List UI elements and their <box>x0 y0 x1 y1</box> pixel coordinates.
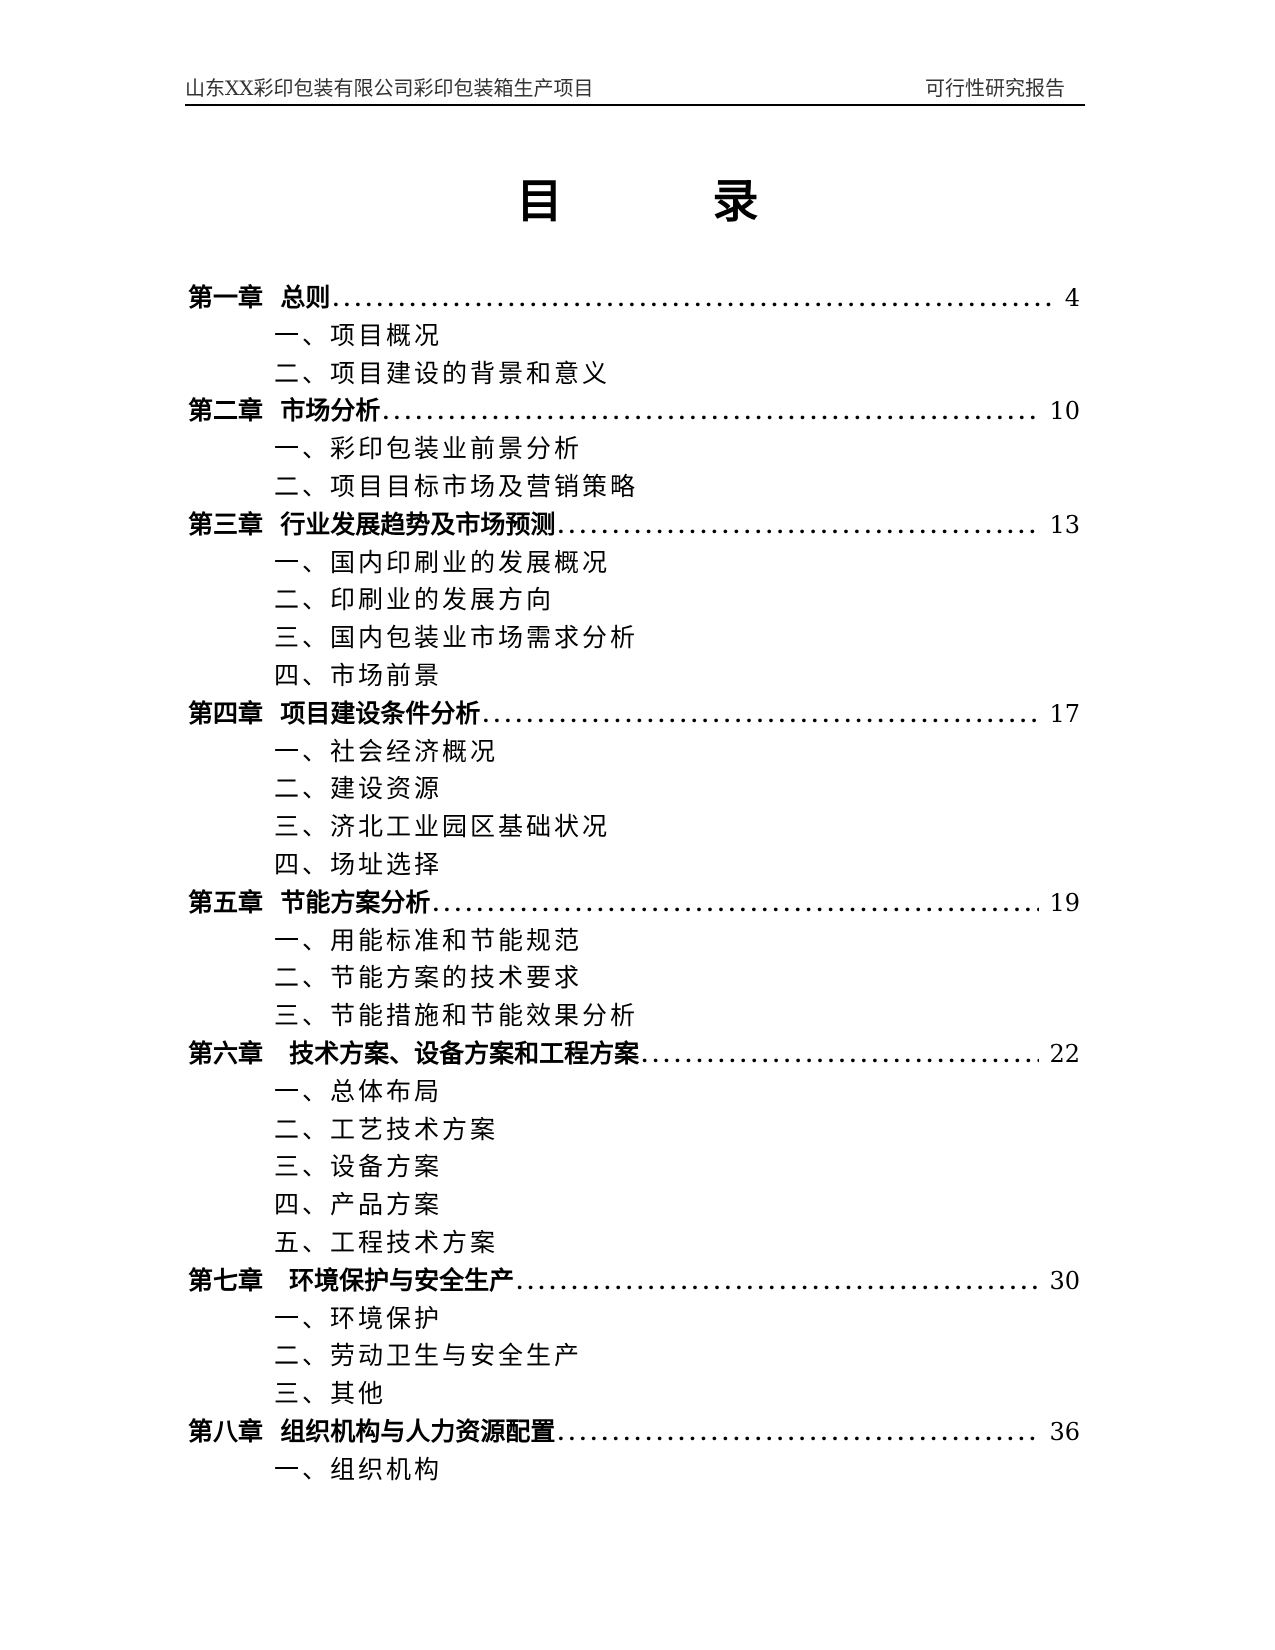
toc-chapter-entry[interactable]: 第五章 节能方案分析..............................… <box>188 884 1088 922</box>
toc-chapter-entry[interactable]: 第七章 环境保护与安全生产...........................… <box>188 1262 1088 1300</box>
toc-page-number: 10 <box>1049 397 1080 426</box>
toc-section-entry[interactable]: 三、设备方案 <box>274 1152 443 1182</box>
toc-section-entry[interactable]: 四、产品方案 <box>274 1190 443 1220</box>
toc-section-entry[interactable]: 二、劳动卫生与安全生产 <box>274 1341 583 1371</box>
toc-dot-leader: ........................................… <box>482 702 1039 727</box>
toc-dot-leader: ........................................… <box>382 400 1040 425</box>
toc-page-number: 4 <box>1064 284 1080 312</box>
toc-section-entry[interactable]: 一、社会经济概况 <box>274 736 499 766</box>
toc-page-number: 22 <box>1049 1039 1080 1068</box>
toc-dot-leader: ........................................… <box>557 1420 1040 1445</box>
toc-chapter-label: 第四章 项目建设条件分析 <box>188 698 481 728</box>
toc-chapter-label: 第一章 总则 <box>188 283 331 312</box>
toc-section-entry[interactable]: 一、国内印刷业的发展概况 <box>274 547 611 577</box>
toc-dot-leader: ........................................… <box>332 287 1054 311</box>
toc-chapter-label: 第二章 市场分析 <box>188 396 381 426</box>
toc-section-entry[interactable]: 一、用能标准和节能规范 <box>274 925 583 955</box>
toc-section-entry[interactable]: 二、建设资源 <box>274 774 443 804</box>
toc-section-entry[interactable]: 二、项目目标市场及营销策略 <box>274 471 639 501</box>
toc-page-number: 36 <box>1049 1417 1080 1446</box>
toc-section-entry[interactable]: 二、工艺技术方案 <box>274 1114 499 1144</box>
toc-section-entry[interactable]: 二、节能方案的技术要求 <box>274 963 583 993</box>
toc-title: 目录 <box>516 174 909 228</box>
toc-section-entry[interactable]: 一、组织机构 <box>274 1454 443 1484</box>
toc-page-number: 19 <box>1049 888 1080 917</box>
toc-chapter-label: 第六章 技术方案、设备方案和工程方案 <box>188 1038 640 1068</box>
header-project-name: 山东XX彩印包装有限公司彩印包装箱生产项目 <box>185 76 594 100</box>
table-of-contents: 第一章 总则..................................… <box>188 279 1088 1489</box>
toc-section-entry[interactable]: 一、项目概况 <box>274 320 443 350</box>
toc-chapter-label: 第三章 行业发展趋势及市场预测 <box>188 509 556 539</box>
toc-section-entry[interactable]: 三、其他 <box>274 1379 387 1409</box>
toc-section-entry[interactable]: 二、项目建设的背景和意义 <box>274 358 611 388</box>
toc-section-entry[interactable]: 一、彩印包装业前景分析 <box>274 434 583 464</box>
toc-section-entry[interactable]: 一、环境保护 <box>274 1303 443 1333</box>
toc-section-entry[interactable]: 三、节能措施和节能效果分析 <box>274 1001 639 1031</box>
toc-chapter-entry[interactable]: 第六章 技术方案、设备方案和工程方案......................… <box>188 1035 1088 1073</box>
toc-section-entry[interactable]: 五、工程技术方案 <box>274 1227 499 1257</box>
toc-section-entry[interactable]: 二、印刷业的发展方向 <box>274 585 555 615</box>
toc-section-entry[interactable]: 四、场址选择 <box>274 849 443 879</box>
toc-page-number: 17 <box>1049 699 1080 728</box>
toc-dot-leader: ........................................… <box>557 513 1040 538</box>
header-report-type: 可行性研究报告 <box>925 76 1065 100</box>
toc-page-number: 30 <box>1049 1266 1080 1295</box>
toc-chapter-label: 第七章 环境保护与安全生产 <box>188 1265 515 1295</box>
toc-section-entry[interactable]: 三、国内包装业市场需求分析 <box>274 623 639 653</box>
page-header: 山东XX彩印包装有限公司彩印包装箱生产项目 可行性研究报告 <box>185 70 1085 106</box>
toc-section-entry[interactable]: 四、市场前景 <box>274 660 443 690</box>
toc-dot-leader: ........................................… <box>432 891 1040 916</box>
toc-page-number: 13 <box>1049 510 1080 539</box>
toc-chapter-entry[interactable]: 第四章 项目建设条件分析............................… <box>188 695 1088 733</box>
toc-dot-leader: ........................................… <box>641 1042 1040 1067</box>
toc-section-entry[interactable]: 三、济北工业园区基础状况 <box>274 812 611 842</box>
toc-dot-leader: ........................................… <box>516 1269 1040 1294</box>
toc-chapter-entry[interactable]: 第三章 行业发展趋势及市场预测.........................… <box>188 506 1088 544</box>
toc-chapter-label: 第八章 组织机构与人力资源配置 <box>188 1416 556 1446</box>
toc-chapter-label: 第五章 节能方案分析 <box>188 887 431 917</box>
toc-chapter-entry[interactable]: 第一章 总则..................................… <box>188 279 1088 317</box>
toc-chapter-entry[interactable]: 第八章 组织机构与人力资源配置.........................… <box>188 1413 1088 1451</box>
toc-section-entry[interactable]: 一、总体布局 <box>274 1076 443 1106</box>
toc-chapter-entry[interactable]: 第二章 市场分析................................… <box>188 392 1088 430</box>
